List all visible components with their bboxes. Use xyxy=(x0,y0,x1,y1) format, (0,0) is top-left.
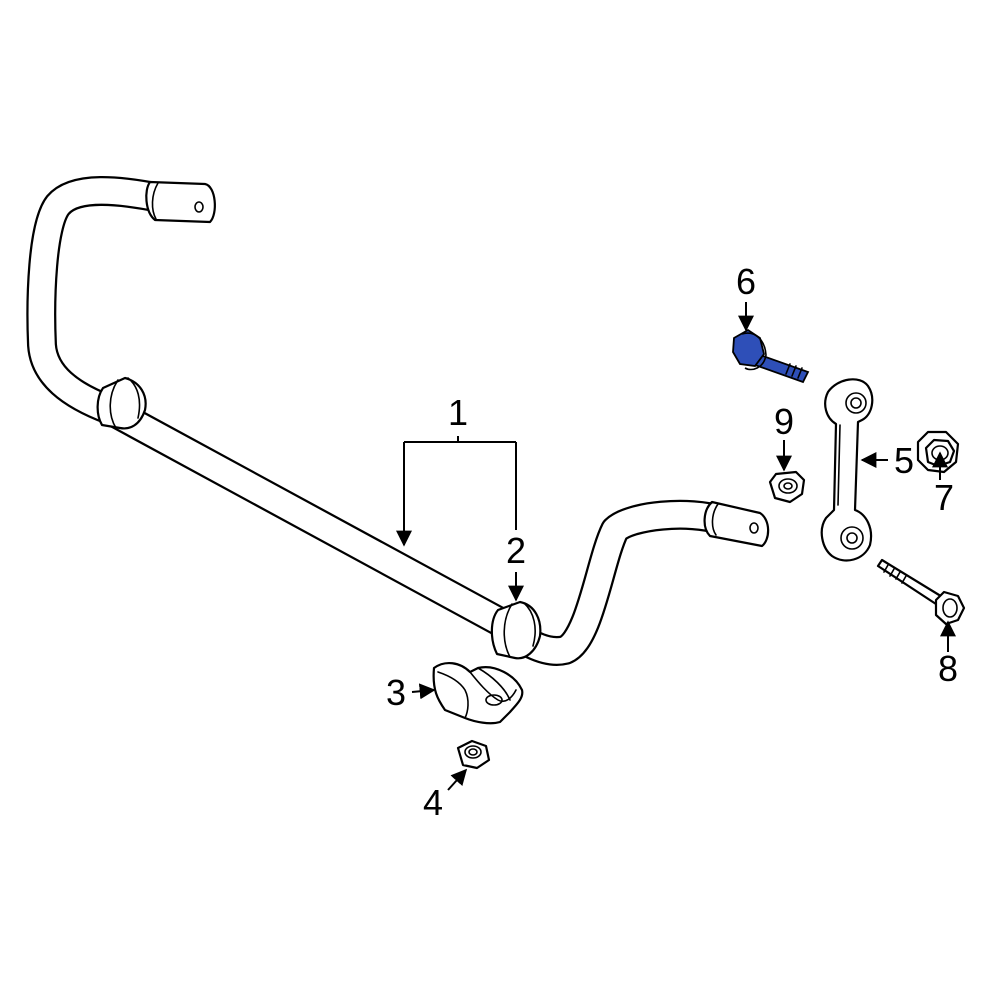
callout-1: 1 xyxy=(448,392,468,433)
callout-7: 7 xyxy=(934,477,954,518)
leader-lines xyxy=(396,302,956,791)
stabilizer-bar[interactable] xyxy=(26,176,770,666)
stabilizer-bar-tube-fill xyxy=(28,178,733,664)
link-nut-9[interactable] xyxy=(768,470,806,504)
callout-labels: 1 2 3 4 5 6 7 8 9 xyxy=(386,261,958,823)
upper-bolt[interactable] xyxy=(732,328,810,384)
left-end-tab xyxy=(145,180,216,224)
callout-2: 2 xyxy=(506,530,526,571)
stabilizer-link[interactable] xyxy=(820,378,874,562)
left-end-hole xyxy=(194,201,204,213)
callout-8: 8 xyxy=(938,648,958,689)
flange-nut-7[interactable] xyxy=(916,430,960,474)
bushing[interactable] xyxy=(490,600,542,660)
lower-bolt-8[interactable] xyxy=(876,558,966,626)
nut-4[interactable] xyxy=(456,739,491,770)
callout-6: 6 xyxy=(736,261,756,302)
upper-bolt-shank xyxy=(753,353,810,384)
callout-3: 3 xyxy=(386,672,406,713)
right-end-hole xyxy=(749,522,759,534)
callout-5: 5 xyxy=(894,440,914,481)
upper-bolt-head xyxy=(732,328,765,367)
callout-9: 9 xyxy=(774,401,794,442)
upper-bolt-flange xyxy=(741,332,767,371)
left-bushing xyxy=(96,376,147,430)
bracket[interactable] xyxy=(432,662,524,725)
callout-4: 4 xyxy=(423,782,443,823)
right-end-tab xyxy=(703,500,770,548)
